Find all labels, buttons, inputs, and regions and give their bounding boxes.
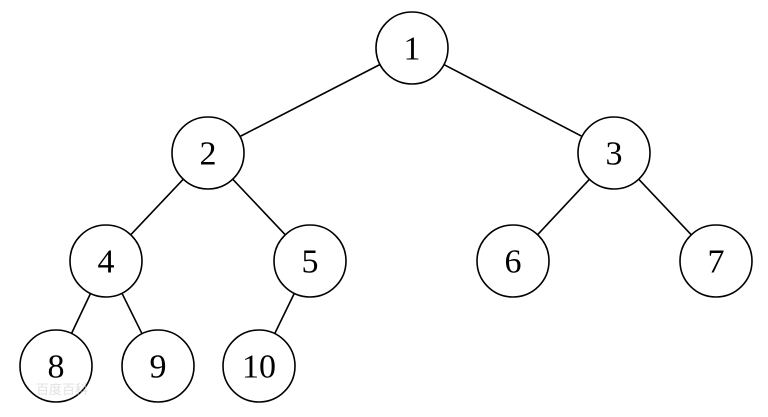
edge-2-4 bbox=[130, 178, 184, 236]
node-circle-1 bbox=[375, 11, 449, 85]
node-label-4: 4 bbox=[98, 244, 115, 281]
node-circle-3 bbox=[577, 116, 651, 190]
nodes-layer: 1 2 3 4 5 6 7 8 9 10 bbox=[19, 11, 753, 403]
tree-node-3: 3 bbox=[577, 116, 651, 190]
edge-3-7 bbox=[638, 178, 692, 236]
tree-node-1: 1 bbox=[375, 11, 449, 85]
edge-1-3 bbox=[443, 63, 583, 138]
node-circle-4 bbox=[69, 224, 143, 298]
tree-node-2: 2 bbox=[171, 116, 245, 190]
node-label-9: 9 bbox=[150, 349, 167, 386]
node-circle-6 bbox=[476, 224, 550, 298]
node-label-8: 8 bbox=[48, 349, 65, 386]
node-label-1: 1 bbox=[404, 31, 421, 68]
edge-3-6 bbox=[537, 178, 590, 236]
node-label-7: 7 bbox=[708, 244, 725, 281]
tree-node-8: 8 bbox=[19, 329, 93, 403]
tree-node-5: 5 bbox=[273, 224, 347, 298]
tree-node-7: 7 bbox=[679, 224, 753, 298]
node-circle-9 bbox=[121, 329, 195, 403]
node-label-3: 3 bbox=[606, 136, 623, 173]
node-circle-10 bbox=[222, 329, 296, 403]
node-label-6: 6 bbox=[505, 244, 522, 281]
tree-node-4: 4 bbox=[69, 224, 143, 298]
tree-node-9: 9 bbox=[121, 329, 195, 403]
edge-5-10 bbox=[273, 293, 296, 334]
node-circle-8 bbox=[19, 329, 93, 403]
node-circle-7 bbox=[679, 224, 753, 298]
watermark-text: 百度百科 bbox=[36, 382, 88, 398]
node-circle-5 bbox=[273, 224, 347, 298]
edge-4-9 bbox=[121, 292, 143, 335]
edge-2-5 bbox=[232, 178, 286, 236]
edge-4-8 bbox=[70, 293, 92, 334]
node-label-10: 10 bbox=[242, 349, 276, 386]
edges-layer bbox=[70, 63, 692, 335]
tree-node-6: 6 bbox=[476, 224, 550, 298]
node-circle-2 bbox=[171, 116, 245, 190]
edge-1-2 bbox=[239, 63, 381, 138]
node-label-5: 5 bbox=[302, 244, 319, 281]
tree-node-10: 10 bbox=[222, 329, 296, 403]
node-label-2: 2 bbox=[200, 136, 217, 173]
